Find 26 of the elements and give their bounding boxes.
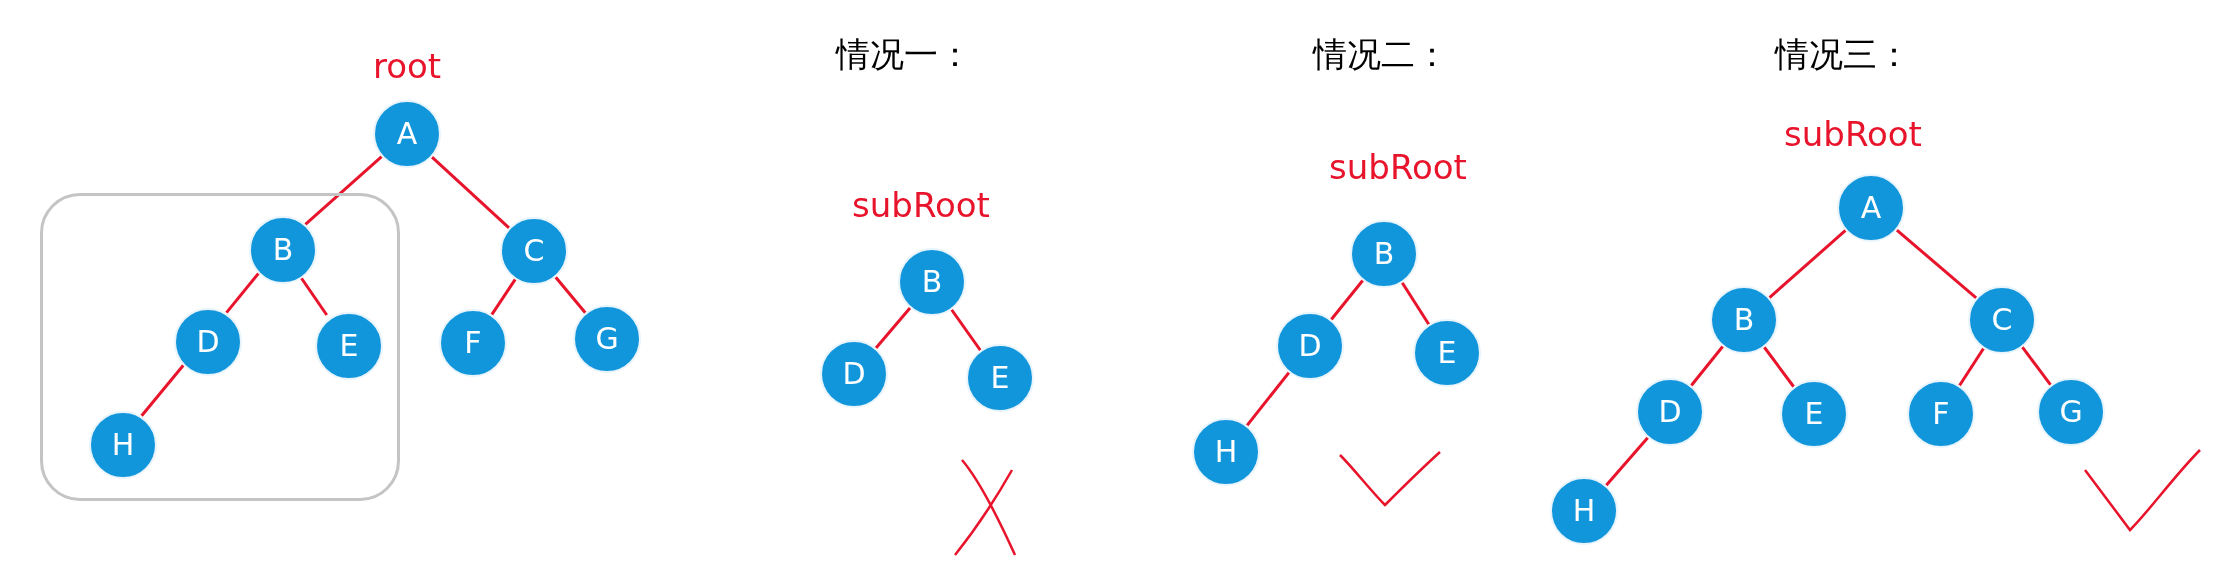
node-caption: subRoot <box>852 188 990 222</box>
tree-edge <box>1401 281 1430 326</box>
tree-edge <box>1690 345 1724 387</box>
tree-edge <box>1245 371 1291 427</box>
tree-edge <box>304 155 383 226</box>
tree-edge <box>140 364 185 417</box>
tree-edge <box>874 306 912 350</box>
tree-edge <box>1763 346 1795 388</box>
grouping-box <box>40 193 400 501</box>
case-title: 情况三： <box>1775 37 1911 71</box>
case-title: 情况一： <box>836 37 972 71</box>
tree-edge <box>431 155 510 230</box>
node-caption: subRoot <box>1329 150 1467 184</box>
tree-edge <box>554 276 587 314</box>
tree-edge <box>1768 229 1847 299</box>
node-caption: root <box>372 49 442 83</box>
tree-edge <box>1958 347 1985 387</box>
tree-edge <box>1330 279 1364 321</box>
node-caption: subRoot <box>1784 117 1922 151</box>
tree-edge <box>225 272 260 314</box>
case-title: 情况二： <box>1313 37 1449 71</box>
tree-edge <box>2021 346 2052 386</box>
tree-edge <box>1605 436 1649 487</box>
tree-edge <box>490 278 517 316</box>
tree-edge <box>1895 228 1978 300</box>
tree-edge <box>950 308 982 352</box>
